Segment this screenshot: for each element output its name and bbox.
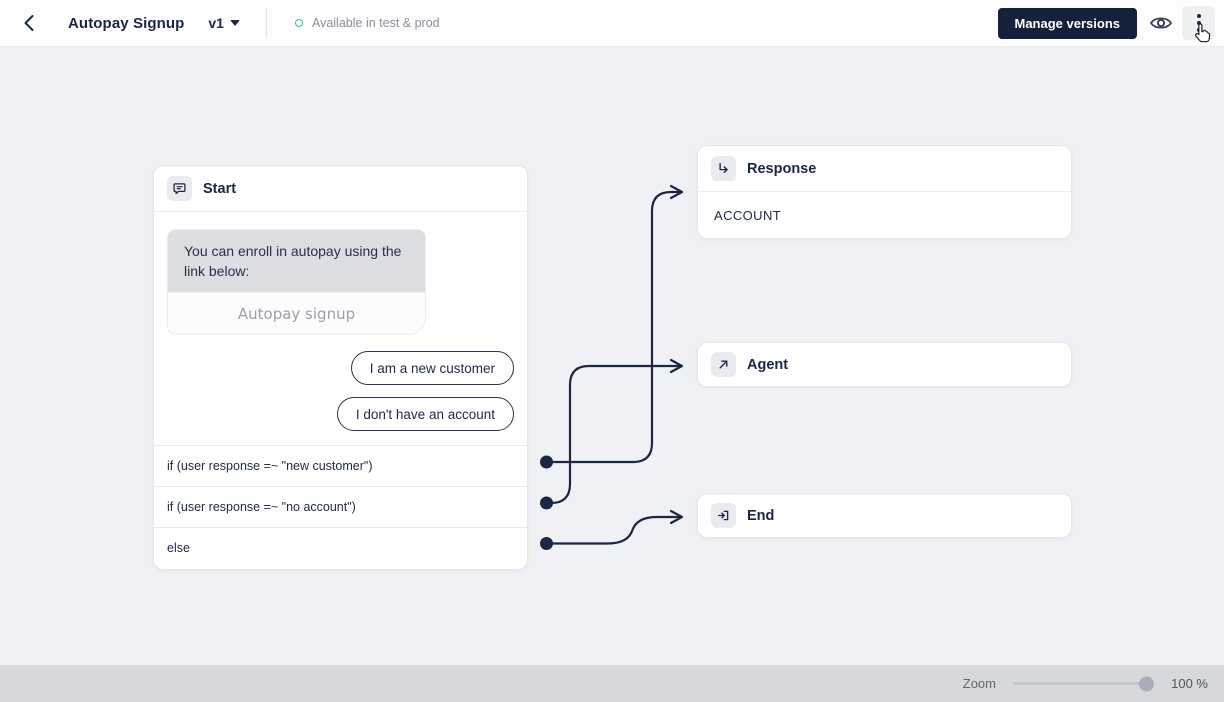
agent-node[interactable]: Agent <box>697 342 1072 387</box>
response-body: ACCOUNT <box>714 207 782 223</box>
arrowhead-icon <box>669 184 684 200</box>
version-label: v1 <box>208 15 224 31</box>
eye-icon <box>1149 17 1173 29</box>
message-text: You can enroll in autopay using the link… <box>168 230 425 292</box>
node-title: End <box>747 507 775 524</box>
zoom-value: 100 % <box>1171 676 1208 691</box>
connector-line-1 <box>544 190 681 464</box>
condition-row[interactable]: if (user response =~ "no account") <box>154 487 527 528</box>
node-title: Response <box>747 160 817 177</box>
arrow-up-right-icon <box>711 352 736 377</box>
topbar: Autopay Signup v1 Available in test & pr… <box>0 0 1224 47</box>
response-node-header: Response <box>698 146 1071 191</box>
reply-chips: I am a new customer I don't have an acco… <box>154 351 514 431</box>
manage-versions-button[interactable]: Manage versions <box>997 7 1137 39</box>
status-text: Available in test & prod <box>311 16 440 30</box>
end-node[interactable]: End <box>697 493 1072 538</box>
reply-chip: I am a new customer <box>350 351 514 385</box>
zoom-slider[interactable] <box>1013 676 1154 691</box>
message-bubble: You can enroll in autopay using the link… <box>167 229 426 335</box>
connection-dot[interactable] <box>540 537 553 550</box>
topbar-divider <box>265 8 267 38</box>
kebab-icon <box>1196 13 1201 18</box>
zoom-slider-track[interactable] <box>1013 682 1153 685</box>
connector-line-3 <box>544 515 681 545</box>
condition-row[interactable]: else <box>167 541 190 555</box>
status-indicator: Available in test & prod <box>294 16 440 30</box>
back-button[interactable] <box>12 6 46 40</box>
condition-row[interactable]: if (user response =~ "new customer") <box>154 446 527 487</box>
more-options-button[interactable] <box>1182 6 1215 40</box>
topbar-actions: Manage versions <box>997 6 1224 40</box>
version-dropdown[interactable]: v1 <box>208 15 240 31</box>
chevron-down-icon <box>229 20 240 26</box>
arrowhead-icon <box>669 358 684 374</box>
node-title: Agent <box>747 356 789 373</box>
node-divider <box>154 211 527 212</box>
reply-chip: I don't have an account <box>336 397 514 431</box>
node-divider <box>698 191 1071 192</box>
response-node[interactable]: Response ACCOUNT <box>697 145 1072 239</box>
zoom-bar: Zoom 100 % <box>0 665 1224 702</box>
zoom-label: Zoom <box>962 676 996 691</box>
start-node[interactable]: Start You can enroll in autopay using th… <box>153 165 528 570</box>
status-dot-icon <box>294 19 303 27</box>
connector-line-2 <box>544 364 681 505</box>
start-node-header: Start <box>154 166 527 211</box>
back-chevron-icon <box>24 15 34 31</box>
branch-arrow-icon <box>711 156 736 181</box>
exit-icon <box>711 503 736 528</box>
page-title: Autopay Signup <box>68 14 185 32</box>
autopay-signup-link: Autopay signup <box>168 292 425 334</box>
connection-dot[interactable] <box>540 455 553 469</box>
preview-button[interactable] <box>1143 6 1179 40</box>
agent-node-header: Agent <box>698 343 1071 386</box>
zoom-slider-handle[interactable] <box>1139 676 1154 691</box>
node-title: Start <box>203 180 237 197</box>
end-node-header: End <box>698 494 1071 537</box>
condition-list: if (user response =~ "new customer") if … <box>154 445 527 569</box>
arrowhead-icon <box>669 509 684 525</box>
chat-bubble-icon <box>167 176 192 201</box>
connection-dot[interactable] <box>540 496 553 510</box>
